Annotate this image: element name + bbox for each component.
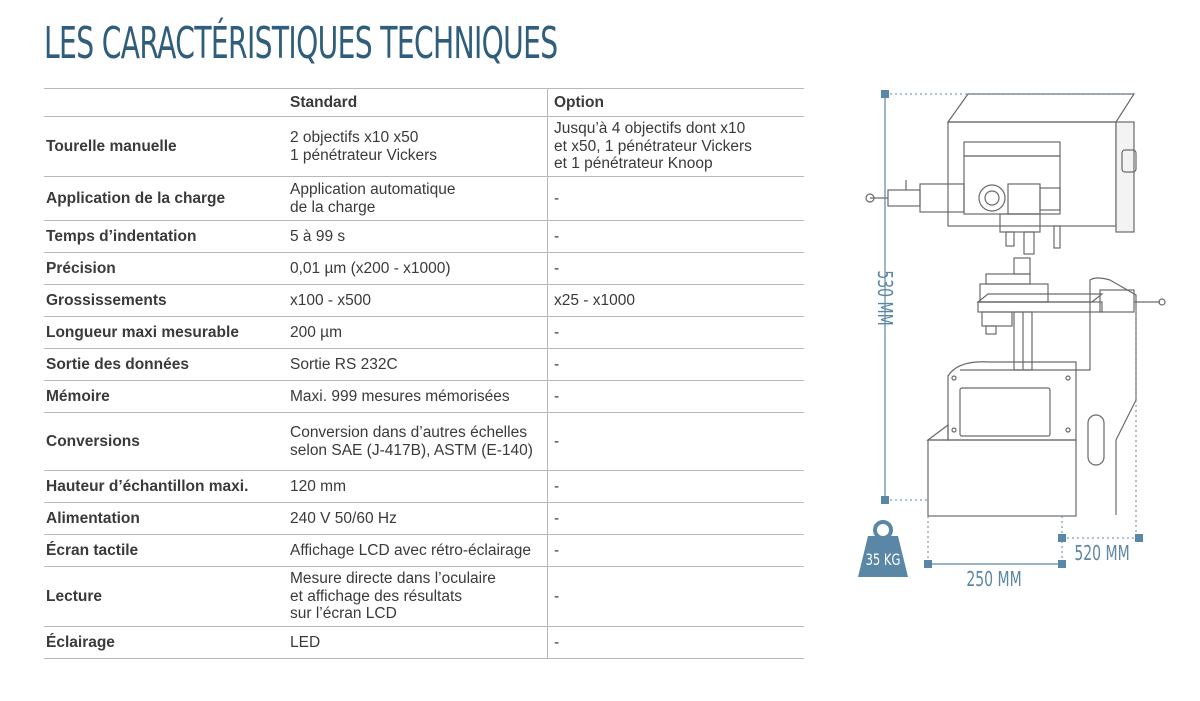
row-label: Conversions xyxy=(44,412,288,471)
row-label: Écran tactile xyxy=(44,534,288,567)
row-standard: 120 mm xyxy=(288,470,548,503)
depth-dimension-label: 520 MM xyxy=(1074,543,1129,566)
row-option: Jusqu’à 4 objectifs dont x10 et x50, 1 p… xyxy=(547,116,804,177)
row-label: Précision xyxy=(44,252,288,285)
height-dimension-label: 530 MM xyxy=(872,270,895,325)
row-label: Hauteur d’échantillon maxi. xyxy=(44,470,288,503)
weight-icon xyxy=(858,520,908,577)
hardness-tester-illustration xyxy=(865,93,1166,517)
row-standard: 0,01 µm (x200 - x1000) xyxy=(288,252,548,285)
row-option: - xyxy=(547,502,804,535)
row-standard: x100 - x500 xyxy=(288,284,548,317)
row-option: - xyxy=(547,380,804,413)
row-standard: LED xyxy=(288,626,548,659)
row-option: - xyxy=(547,412,804,471)
row-label: Sortie des données xyxy=(44,348,288,381)
header-option: Option xyxy=(547,88,804,117)
row-standard: 2 objectifs x10 x50 1 pénétrateur Vicker… xyxy=(288,116,548,177)
row-option: - xyxy=(547,566,804,627)
row-standard: 5 à 99 s xyxy=(288,220,548,253)
row-option: - xyxy=(547,626,804,659)
dimension-markers xyxy=(881,90,1143,568)
row-standard: Maxi. 999 mesures mémorisées xyxy=(288,380,548,413)
row-option: - xyxy=(547,220,804,253)
row-option: - xyxy=(547,534,804,567)
row-standard: Affichage LCD avec rétro-éclairage xyxy=(288,534,548,567)
row-standard: 240 V 50/60 Hz xyxy=(288,502,548,535)
header-standard: Standard xyxy=(288,88,548,117)
width-dimension-label: 250 MM xyxy=(966,569,1021,592)
row-label: Éclairage xyxy=(44,626,288,659)
page-title: LES CARACTÉRISTIQUES TECHNIQUES xyxy=(44,18,558,69)
row-label: Tourelle manuelle xyxy=(44,116,288,177)
row-option: - xyxy=(547,348,804,381)
row-label: Lecture xyxy=(44,566,288,627)
row-standard: Sortie RS 232C xyxy=(288,348,548,381)
row-label: Longueur maxi mesurable xyxy=(44,316,288,349)
row-option: - xyxy=(547,252,804,285)
weight-label: 35 KG xyxy=(866,551,901,569)
row-option: - xyxy=(547,316,804,349)
header-label xyxy=(44,88,288,117)
row-label: Grossissements xyxy=(44,284,288,317)
row-standard: Mesure directe dans l’oculaire et affich… xyxy=(288,566,548,627)
row-label: Mémoire xyxy=(44,380,288,413)
row-standard: Application automatique de la charge xyxy=(288,176,548,221)
row-label: Application de la charge xyxy=(44,176,288,221)
dimension-lines xyxy=(885,93,1140,565)
table-header-row: Standard Option xyxy=(44,88,804,117)
machine-drawing: 35 KG 530 MM 250 MM 520 MM xyxy=(858,90,1166,592)
row-standard: Conversion dans d’autres échelles selon … xyxy=(288,412,548,471)
row-option: x25 - x1000 xyxy=(547,284,804,317)
row-option: - xyxy=(547,176,804,221)
row-standard: 200 µm xyxy=(288,316,548,349)
row-label: Alimentation xyxy=(44,502,288,535)
row-label: Temps d’indentation xyxy=(44,220,288,253)
table-row: Hauteur d’échantillon maxi.120 mm- xyxy=(44,470,804,503)
row-option: - xyxy=(547,470,804,503)
